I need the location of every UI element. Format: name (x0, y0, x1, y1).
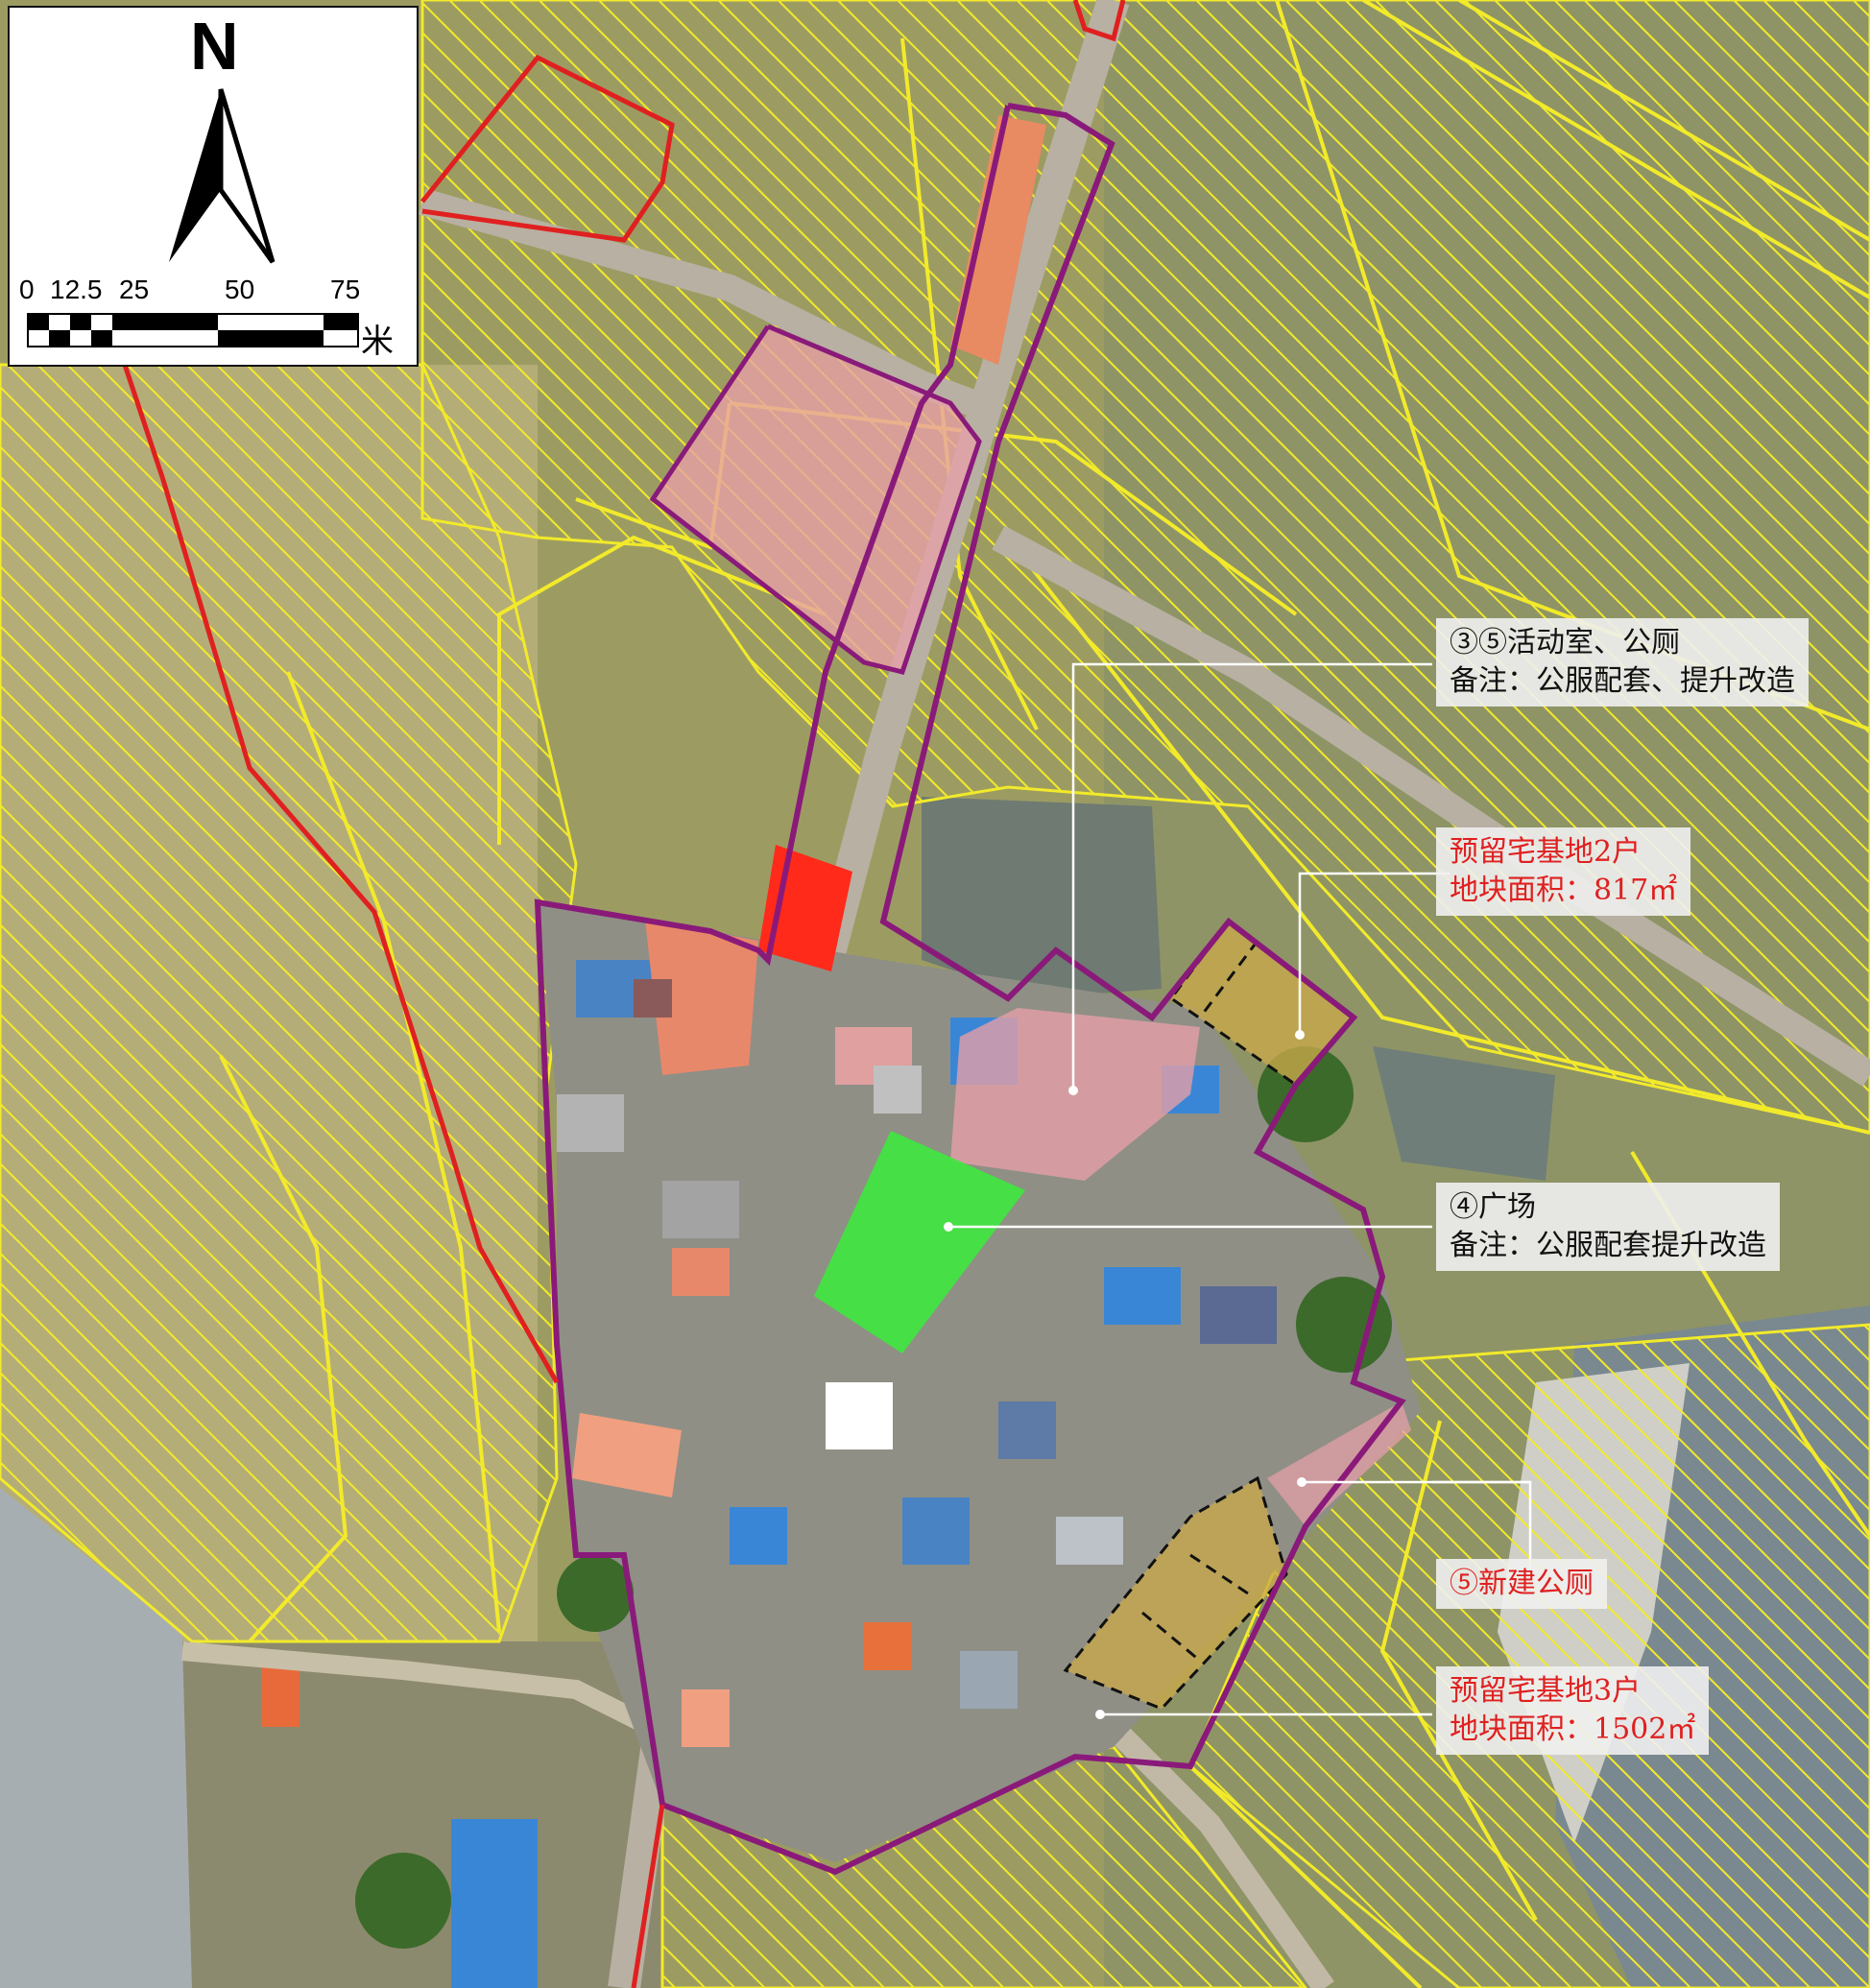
house-roof (1056, 1517, 1123, 1565)
orange-roof-sw (261, 1665, 300, 1727)
scale-tick: 75 (330, 275, 361, 304)
callout-activity-room-toilet: ③⑤活动室、公厕 备注：公服配套、提升改造 (1436, 618, 1809, 707)
house-roof (682, 1689, 730, 1747)
callout-title: ⑤新建公厕 (1450, 1567, 1594, 1600)
hazy-corner-sw (0, 1488, 192, 1988)
callout-area: 地块面积：817㎡ (1450, 874, 1678, 907)
road-east (992, 525, 1870, 1087)
red-boundary-south (631, 1804, 665, 1988)
north-label: N (190, 9, 239, 84)
blue-roof-sw (451, 1819, 538, 1988)
callout-reserved-homestead-2: 预留宅基地2户 地块面积：817㎡ (1436, 827, 1691, 916)
house-roof (960, 1651, 1018, 1709)
house-roof (557, 1094, 624, 1152)
village-boundary (534, 103, 1406, 1876)
map-legend-box: N 0 12.5 25 50 75 米 (8, 6, 419, 367)
red-boundary-top (1072, 0, 1126, 42)
callout-note: 备注：公服配套、提升改造 (1450, 664, 1795, 698)
pink-plot-north (653, 326, 979, 672)
fish-pond-east (1373, 1046, 1555, 1181)
village-sw (182, 1641, 662, 1988)
tree-cluster (1296, 1277, 1392, 1373)
scale-bar-icon (27, 313, 359, 347)
scale-tick: 0 (19, 275, 35, 304)
red-boundary-west (122, 364, 560, 1384)
scale-tick: 12.5 (50, 275, 103, 304)
scale-unit: 米 (361, 323, 394, 361)
house-roof (634, 979, 672, 1018)
callout-reserved-homestead-3: 预留宅基地3户 地块面积：1502㎡ (1436, 1666, 1710, 1755)
callout-note: 备注：公服配套提升改造 (1450, 1229, 1766, 1262)
tree-cluster (355, 1853, 451, 1949)
scale-tick: 25 (119, 275, 150, 304)
house-roof (1104, 1267, 1181, 1325)
road-southwest (181, 1641, 658, 1737)
pink-plot-north-outline (649, 323, 982, 675)
callout-title: ④广场 (1450, 1190, 1536, 1224)
leader-points (944, 1030, 1307, 1719)
callout-title: ③⑤活动室、公厕 (1450, 626, 1680, 659)
callout-new-toilet: ⑤新建公厕 (1436, 1559, 1607, 1609)
house-roof (874, 1066, 922, 1114)
road-northwest (419, 188, 1003, 426)
orange-roof-north (950, 115, 1046, 365)
callout-title: 预留宅基地2户 (1450, 835, 1642, 869)
house-roof (672, 1248, 730, 1296)
house-roof (998, 1401, 1056, 1459)
orange-roof-west (645, 920, 758, 1075)
house-roof (1200, 1286, 1277, 1344)
house-roof (902, 1497, 970, 1565)
scale-tick: 50 (225, 275, 255, 304)
house-roof (730, 1507, 787, 1565)
green-plaza (814, 1131, 1025, 1353)
callout-plaza: ④广场 备注：公服配套提升改造 (1436, 1183, 1780, 1271)
callout-area: 地块面积：1502㎡ (1450, 1713, 1696, 1746)
orange-roof-southwest (572, 1413, 682, 1497)
tree-cluster (557, 1555, 634, 1632)
farmland-west (0, 363, 578, 1643)
house-roof (826, 1382, 893, 1449)
north-arrow-icon (169, 88, 276, 264)
farmland-east-south (1188, 1323, 1870, 1988)
house-roof (662, 1181, 739, 1238)
fish-pond (922, 797, 1162, 998)
road-south-east (1086, 1700, 1334, 1988)
house-roof (864, 1622, 912, 1670)
red-boundary-northwest (420, 54, 675, 243)
callout-title: 预留宅基地3户 (1450, 1674, 1642, 1708)
leader-lines (948, 662, 1532, 1716)
reserved-homestead-plots-3 (1063, 1475, 1288, 1711)
